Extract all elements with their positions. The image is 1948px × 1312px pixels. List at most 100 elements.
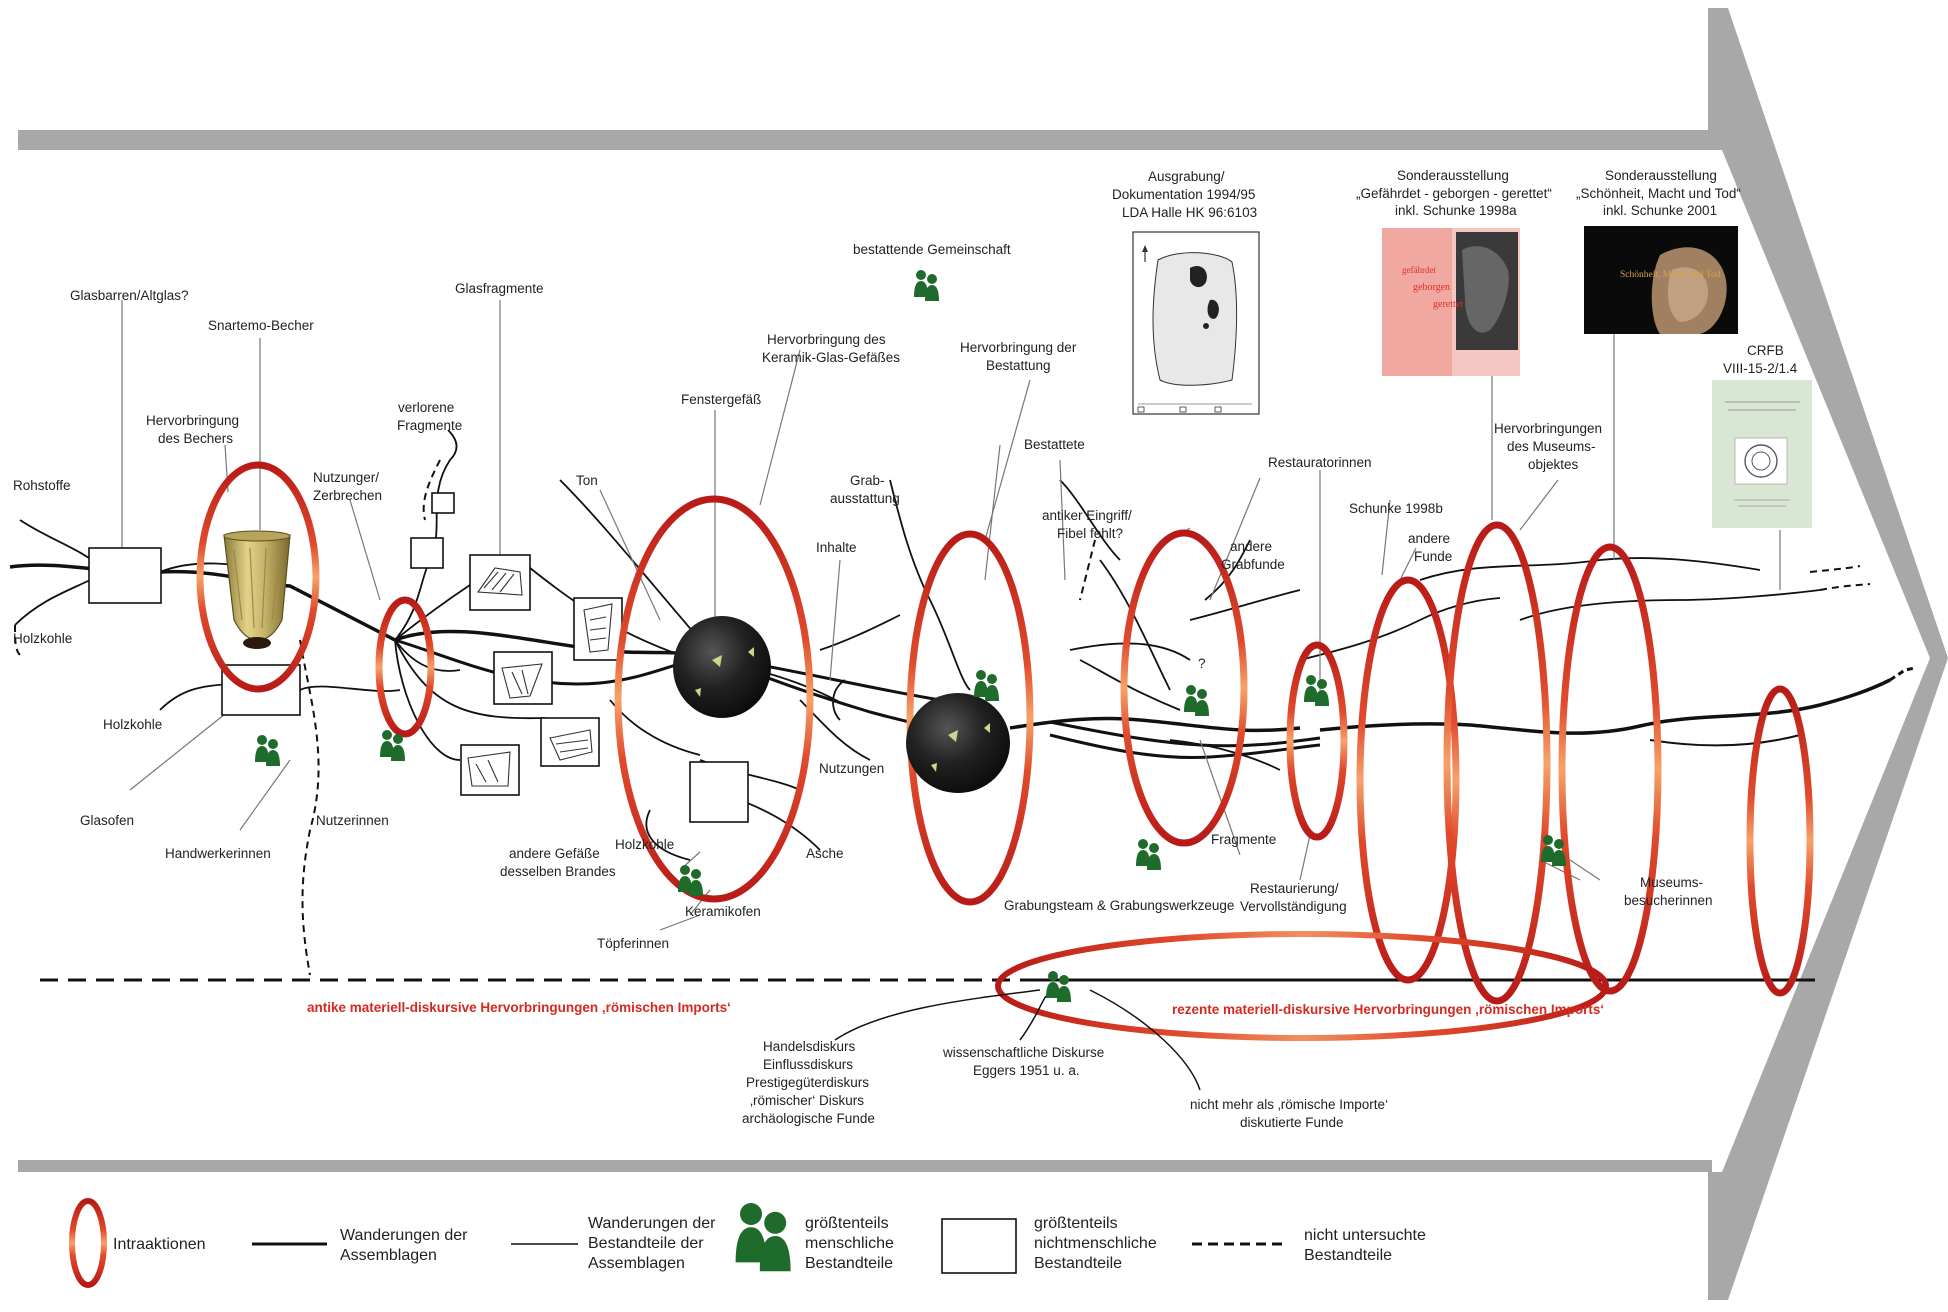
legend-nichtmenschlich: größtenteils	[1034, 1215, 1118, 1232]
ring-sonder1	[1443, 521, 1551, 1005]
legend-menschlich: Bestandteile	[805, 1255, 893, 1272]
label-grabausstattung: ausstattung	[830, 491, 900, 506]
label-rohstoffe: Rohstoffe	[13, 478, 71, 493]
book1-line1: gefährdet	[1402, 265, 1436, 275]
ring-restaurierung	[1286, 641, 1348, 841]
excavation-plan-image	[1132, 231, 1260, 415]
label-glasbarren: Glasbarren/Altglas?	[70, 288, 189, 303]
label-question: ?	[1198, 656, 1206, 671]
ring-keramik	[614, 495, 814, 903]
label-holzkohle: Holzkohle	[13, 631, 72, 646]
box-icon	[410, 537, 444, 569]
label-holzkohle: Holzkohle	[615, 837, 674, 852]
label-ton: Ton	[576, 473, 598, 488]
legend: Intraaktionen Wanderungen der Assemblage…	[69, 1198, 1426, 1288]
discourse-leaders	[834, 989, 1201, 1091]
label-hervorbringung-becher: des Bechers	[158, 431, 233, 446]
exhibition-book-image: gefährdet geborgen gerettet	[1382, 228, 1520, 376]
label-schunke-1998b: Schunke 1998b	[1349, 501, 1443, 516]
label-restaurierung: Vervollständigung	[1240, 899, 1347, 914]
book2-title: Schönheit, Macht und Tod	[1620, 270, 1721, 280]
fragment-sketches	[467, 567, 613, 787]
human-figures-icon	[1046, 971, 1071, 1002]
label-nutzung: Zerbrechen	[313, 488, 382, 503]
label-sonder2: „Schönheit, Macht und Tod“	[1576, 186, 1741, 201]
label-handelsdiskurs: archäologische Funde	[742, 1111, 875, 1126]
label-hervorbringung-becher: Hervorbringung	[146, 413, 239, 428]
label-verlorene-fragmente: verlorene	[398, 400, 454, 415]
label-handwerkerinnen: Handwerkerinnen	[165, 846, 271, 861]
process-arrow	[18, 8, 1948, 1300]
label-hervorbringung-bestattung: Bestattung	[986, 358, 1051, 373]
ring-schunke-1998b	[1356, 576, 1460, 984]
diagram-labels: Rohstoffe Holzkohle Glasbarren/Altglas? …	[13, 168, 1798, 1130]
ceramic-vessel-image	[906, 693, 1010, 793]
legend-wanderungen-assemblagen: Assemblagen	[340, 1247, 437, 1264]
label-sonder1: inkl. Schunke 1998a	[1395, 203, 1517, 218]
crfb-book-image	[1712, 380, 1812, 528]
ring-becher	[196, 461, 320, 693]
label-museumsbesucher: Museums-	[1640, 875, 1703, 890]
label-restauratorinnen: Restauratorinnen	[1268, 455, 1372, 470]
label-nicht-mehr: diskutierte Funde	[1240, 1115, 1344, 1130]
label-hervorbringung-bestattung: Hervorbringung der	[960, 340, 1077, 355]
human-figures-icon	[255, 735, 280, 766]
legend-menschlich: menschliche	[805, 1235, 894, 1252]
label-restaurierung: Restaurierung/	[1250, 881, 1339, 896]
ring-crfb	[1746, 685, 1814, 997]
legend-wanderungen-bestandteile: Bestandteile der	[588, 1235, 704, 1252]
box-icon	[689, 761, 749, 823]
label-handelsdiskurs: Einflussdiskurs	[763, 1057, 853, 1072]
label-rezente-hervorbringungen: rezente materiell-diskursive Hervorbring…	[1172, 1002, 1604, 1017]
ring-sonder2	[1558, 543, 1662, 995]
legend-nicht-untersucht: Bestandteile	[1304, 1247, 1392, 1264]
label-hervorbringung-keramik: Keramik-Glas-Gefäßes	[762, 350, 900, 365]
legend-nicht-untersucht: nicht untersuchte	[1304, 1227, 1426, 1244]
label-sonder2: Sonderausstellung	[1605, 168, 1717, 183]
label-andere-gefaesse: desselben Brandes	[500, 864, 616, 879]
legend-wanderungen-bestandteile: Wanderungen der	[588, 1215, 716, 1232]
label-wissenschaftliche: wissenschaftliche Diskurse	[942, 1045, 1104, 1060]
intraaction-ring-icon	[69, 1198, 107, 1288]
label-antike-hervorbringungen: antike materiell-diskursive Hervorbringu…	[307, 1000, 731, 1015]
human-figures-icon	[914, 270, 939, 301]
label-hervorbringungen-museum: Hervorbringungen	[1494, 421, 1602, 436]
label-glasfragmente: Glasfragmente	[455, 281, 544, 296]
label-andere-funde: andere	[1408, 531, 1450, 546]
label-holzkohle: Holzkohle	[103, 717, 162, 732]
glass-beaker-image	[223, 530, 291, 649]
label-museumsbesucher: besucherinnen	[1624, 893, 1713, 908]
human-figures-icon	[1184, 685, 1209, 716]
box-icon	[88, 547, 162, 604]
leader-lines	[121, 300, 1781, 931]
legend-wanderungen-assemblagen: Wanderungen der	[340, 1227, 468, 1244]
ceramic-vessel-image	[673, 616, 771, 718]
label-nutzerinnen: Nutzerinnen	[316, 813, 389, 828]
label-bestattete: Bestattete	[1024, 437, 1085, 452]
nonhuman-components	[88, 492, 749, 823]
label-crfb: VIII-15-2/1.4	[1723, 361, 1798, 376]
label-toepferinnen: Töpferinnen	[597, 936, 669, 951]
label-andere-gefaesse: andere Gefäße	[509, 846, 600, 861]
label-nicht-mehr: nicht mehr als ‚römische Importe‘	[1190, 1097, 1388, 1112]
box-icon	[431, 492, 455, 514]
legend-wanderungen-bestandteile: Assemblagen	[588, 1255, 685, 1272]
label-glasofen: Glasofen	[80, 813, 134, 828]
label-hervorbringung-keramik: Hervorbringung des	[767, 332, 886, 347]
book1-line3: gerettet	[1433, 299, 1463, 310]
label-antiker-eingriff: Fibel fehlt?	[1057, 526, 1123, 541]
box-icon	[941, 1218, 1017, 1274]
label-snartemo: Snartemo-Becher	[208, 318, 314, 333]
exhibition-book-image: Schönheit, Macht und Tod	[1584, 226, 1738, 334]
label-grabausstattung: Grab-	[850, 473, 885, 488]
human-figures-icon	[974, 670, 999, 701]
label-wissenschaftliche: Eggers 1951 u. a.	[973, 1063, 1080, 1078]
label-antiker-eingriff: antiker Eingriff/	[1042, 508, 1132, 523]
unexamined-paths	[14, 459, 1871, 982]
label-andere-funde: Funde	[1414, 549, 1452, 564]
ring-recent-discourse	[995, 931, 1609, 1041]
label-handelsdiskurs: ‚römischer‘ Diskurs	[750, 1093, 864, 1108]
label-verlorene-fragmente: Fragmente	[397, 418, 462, 433]
